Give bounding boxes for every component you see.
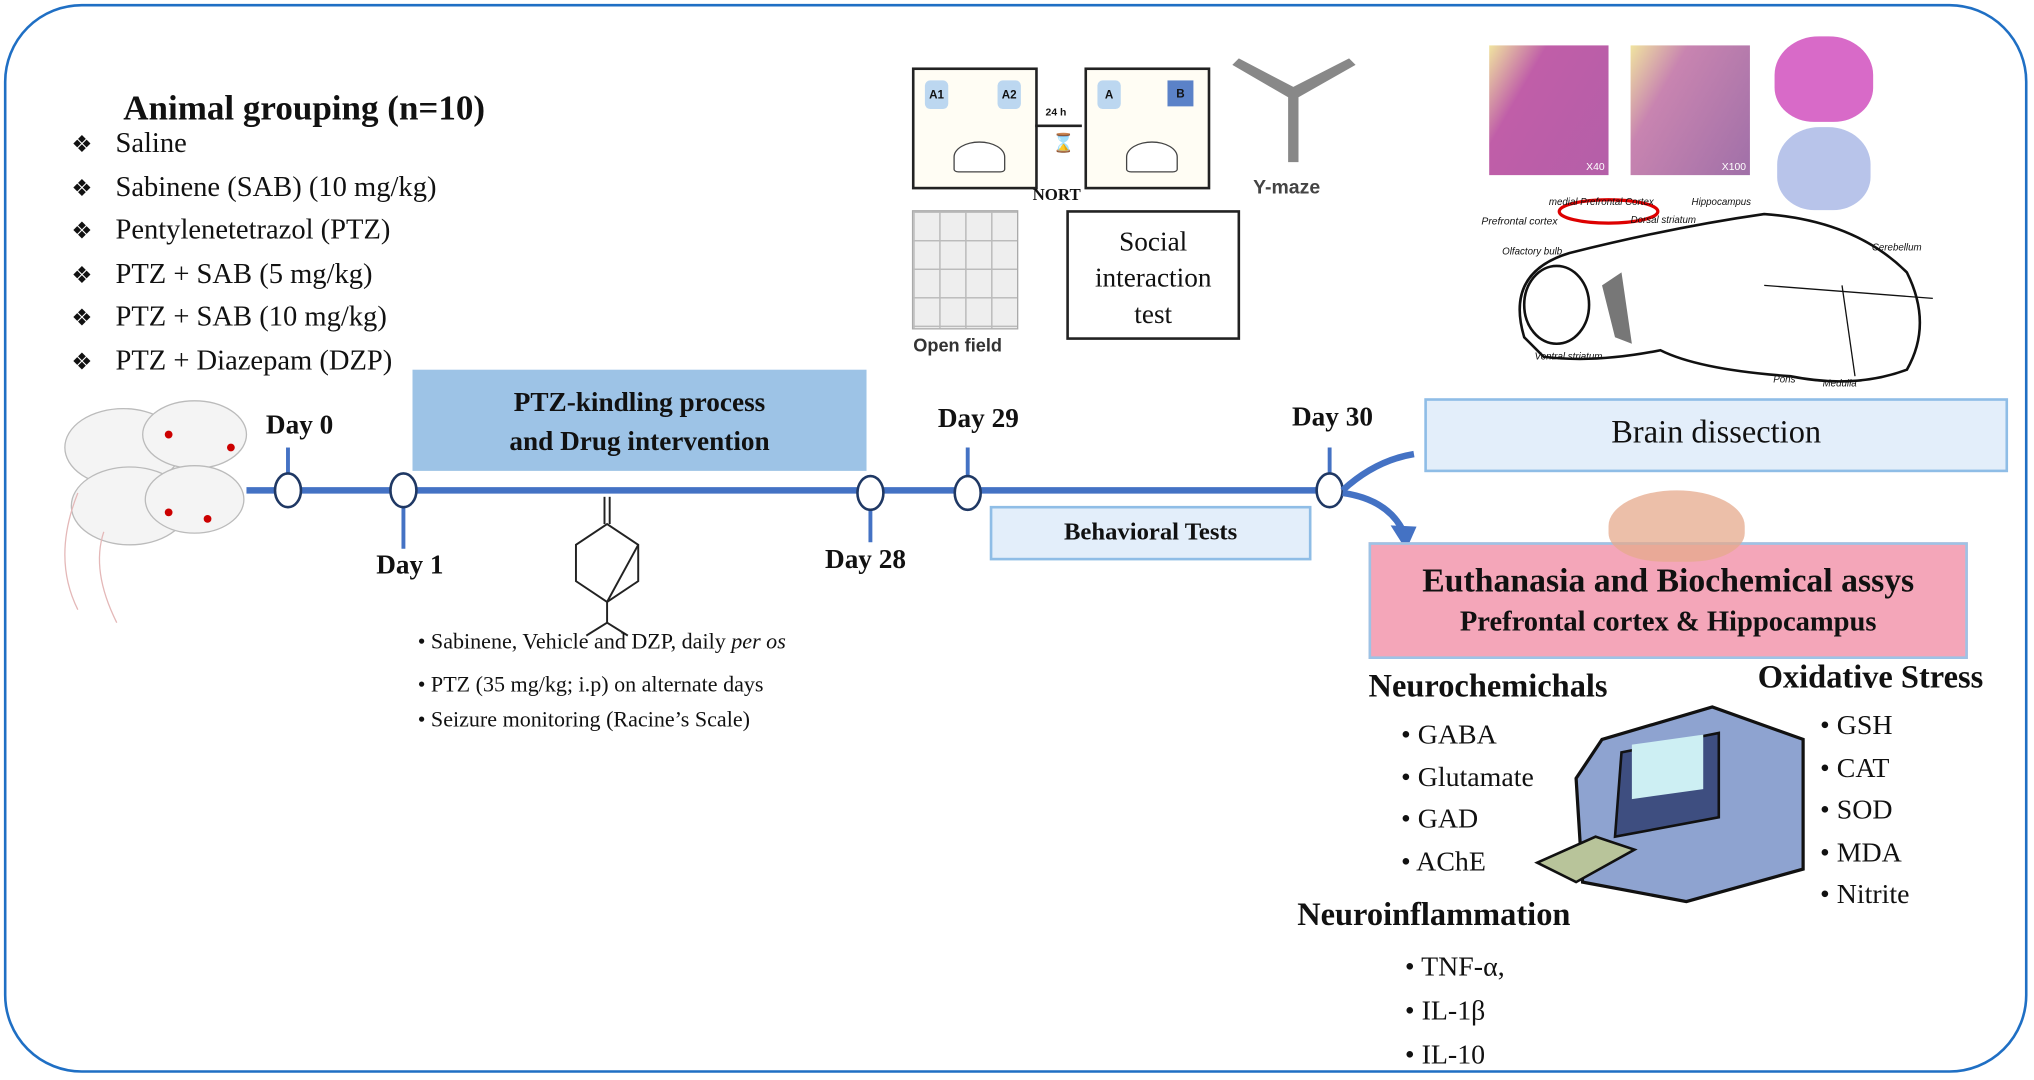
object-a2: A2 <box>997 80 1021 109</box>
oxidative-stress-list: • GSH • CAT • SOD • MDA • Nitrite <box>1820 704 1910 915</box>
label-prefrontal-cortex: Prefrontal cortex <box>1481 215 1558 228</box>
nort-box-test: A B <box>1084 67 1211 190</box>
list-item: • GAD <box>1400 802 1479 835</box>
list-item: • TNF-α, <box>1404 950 1505 982</box>
list-item: • AChE <box>1400 845 1486 877</box>
hourglass-icon: ⌛ <box>1052 134 1075 155</box>
grouping-title: Animal grouping (n=10) <box>123 88 486 128</box>
list-item: • Glutamate <box>1400 760 1534 792</box>
y-maze-label: Y-maze <box>1253 176 1321 199</box>
label-olfactory-bulb: Olfactory bulb <box>1502 245 1563 257</box>
sabinene-structure-icon <box>574 496 640 637</box>
sagittal-brain-map <box>1518 198 1933 383</box>
list-item: • GABA <box>1400 718 1497 750</box>
group-item: ❖Pentylenetetrazol (PTZ) <box>71 209 436 252</box>
kindling-box: PTZ-kindling process and Drug interventi… <box>412 369 867 471</box>
open-field-label: Open field <box>913 334 1003 356</box>
diamond-icon: ❖ <box>71 261 93 288</box>
list-item: • GSH <box>1819 709 1893 741</box>
object-a1: A1 <box>924 80 949 109</box>
day-1-label: Day 1 <box>376 548 444 580</box>
day-28-label: Day 28 <box>825 543 906 575</box>
assay-title: Euthanasia and Biochemical assys <box>1422 561 1915 600</box>
label-ventral-striatum: Ventral striatum <box>1534 350 1603 362</box>
assay-subtitle: Prefrontal cortex & Hippocampus <box>1459 604 1877 637</box>
list-item: • MDA <box>1819 836 1902 868</box>
arrow-to-dissection <box>1340 450 1415 493</box>
outer-frame <box>3 3 2028 1073</box>
social-interaction-box: Social interaction test <box>1066 210 1241 340</box>
note-item: • Sabinene, Vehicle and DZP, daily per o… <box>417 629 786 654</box>
brain-dissection-box: Brain dissection <box>1424 398 2009 473</box>
nort-label: NORT <box>1032 184 1081 204</box>
social-line2: interaction <box>1094 262 1212 294</box>
oxidative-stress-title: Oxidative Stress <box>1757 660 1984 696</box>
grouping-list: ❖Saline ❖Sabinene (SAB) (10 mg/kg) ❖Pent… <box>71 122 436 383</box>
label-cerebellum: Cerebellum <box>1871 241 1922 253</box>
euthanasia-assay-box: Euthanasia and Biochemical assys Prefron… <box>1368 542 1968 659</box>
kindling-line1: PTZ-kindling process <box>513 386 766 418</box>
behavioral-tests-box: Behavioral Tests <box>989 505 1312 561</box>
mice-illustration <box>64 400 248 623</box>
open-field-arena <box>911 210 1019 330</box>
day-0-label: Day 0 <box>265 408 334 440</box>
social-line1: Social <box>1119 225 1188 257</box>
neuroinflammation-title: Neuroinflammation <box>1297 897 1571 933</box>
note-item: • PTZ (35 mg/kg; i.p) on alternate days <box>417 671 764 697</box>
social-line3: test <box>1134 298 1173 330</box>
brain-icon <box>1608 490 1745 562</box>
list-item: • IL-10 <box>1404 1039 1486 1071</box>
diamond-icon: ❖ <box>71 131 93 157</box>
note-item: • Seizure monitoring (Racine’s Scale) <box>417 706 750 732</box>
list-item: • SOD <box>1819 793 1893 826</box>
nort-interval: 24 h <box>1045 106 1067 119</box>
group-item: ❖Sabinene (SAB) (10 mg/kg) <box>71 165 436 208</box>
y-maze-icon <box>1232 58 1356 163</box>
nort-arrow <box>1035 124 1082 128</box>
label-medulla: Medulla <box>1822 377 1857 390</box>
mouse-icon <box>953 141 1006 173</box>
coronal-section-nissl-image <box>1777 127 1871 211</box>
label-pons: Pons <box>1773 373 1796 386</box>
histology-x40-image: X40 <box>1489 45 1609 176</box>
group-item: ❖Saline <box>71 122 436 165</box>
nort-box-training: A1 A2 <box>911 67 1038 190</box>
list-item: • IL-1β <box>1404 994 1486 1027</box>
plate-reader-icon <box>1534 705 1805 904</box>
list-item: • CAT <box>1819 751 1890 783</box>
day-29-label: Day 29 <box>937 402 1019 434</box>
neurochemicals-title: Neurochemichals <box>1368 669 1608 705</box>
diamond-icon: ❖ <box>71 348 93 375</box>
object-a: A <box>1097 80 1121 109</box>
neurochemicals-list: • GABA • Glutamate • GAD • AChE <box>1401 713 1534 882</box>
group-item: ❖PTZ + SAB (5 mg/kg) <box>71 252 436 295</box>
timeline-nodes <box>273 472 1344 512</box>
label-dorsal-striatum: Dorsal striatum <box>1630 214 1697 226</box>
group-item: ❖PTZ + SAB (10 mg/kg) <box>71 296 436 339</box>
label-hippocampus: Hippocampus <box>1691 195 1752 208</box>
mouse-icon <box>1125 141 1178 173</box>
diamond-icon: ❖ <box>71 174 93 201</box>
list-item: • Nitrite <box>1819 878 1910 910</box>
protocol-notes: • Sabinene, Vehicle and DZP, daily per o… <box>418 624 786 737</box>
neuroinflammation-list: • TNF-α, • IL-1β • IL-10 <box>1405 944 1505 1076</box>
diamond-icon: ❖ <box>71 304 93 331</box>
diamond-icon: ❖ <box>71 217 93 244</box>
histology-x100-image: X100 <box>1630 45 1750 176</box>
day-30-label: Day 30 <box>1292 400 1373 432</box>
object-b: B <box>1167 80 1194 107</box>
group-item: ❖PTZ + Diazepam (DZP) <box>71 339 436 382</box>
label-mpfc: medial Prefrontal Cortex <box>1548 195 1654 208</box>
kindling-line2: and Drug intervention <box>509 425 770 457</box>
coronal-section-he-image <box>1774 36 1874 122</box>
